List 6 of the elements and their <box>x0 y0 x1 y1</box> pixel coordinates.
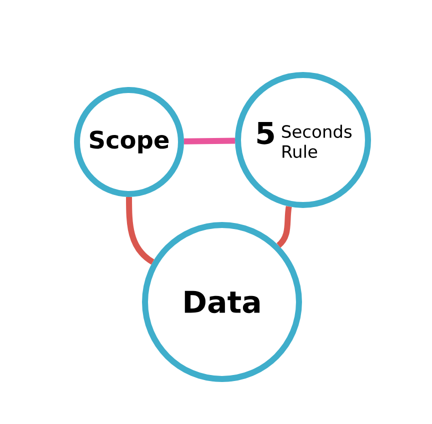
connector-line <box>276 206 292 248</box>
connector-line <box>126 196 154 264</box>
circle-node: 5 Seconds Rule <box>235 72 371 208</box>
circle-node: Scope <box>74 87 184 197</box>
connector-line <box>184 138 236 144</box>
circle-node: Data <box>142 222 302 382</box>
